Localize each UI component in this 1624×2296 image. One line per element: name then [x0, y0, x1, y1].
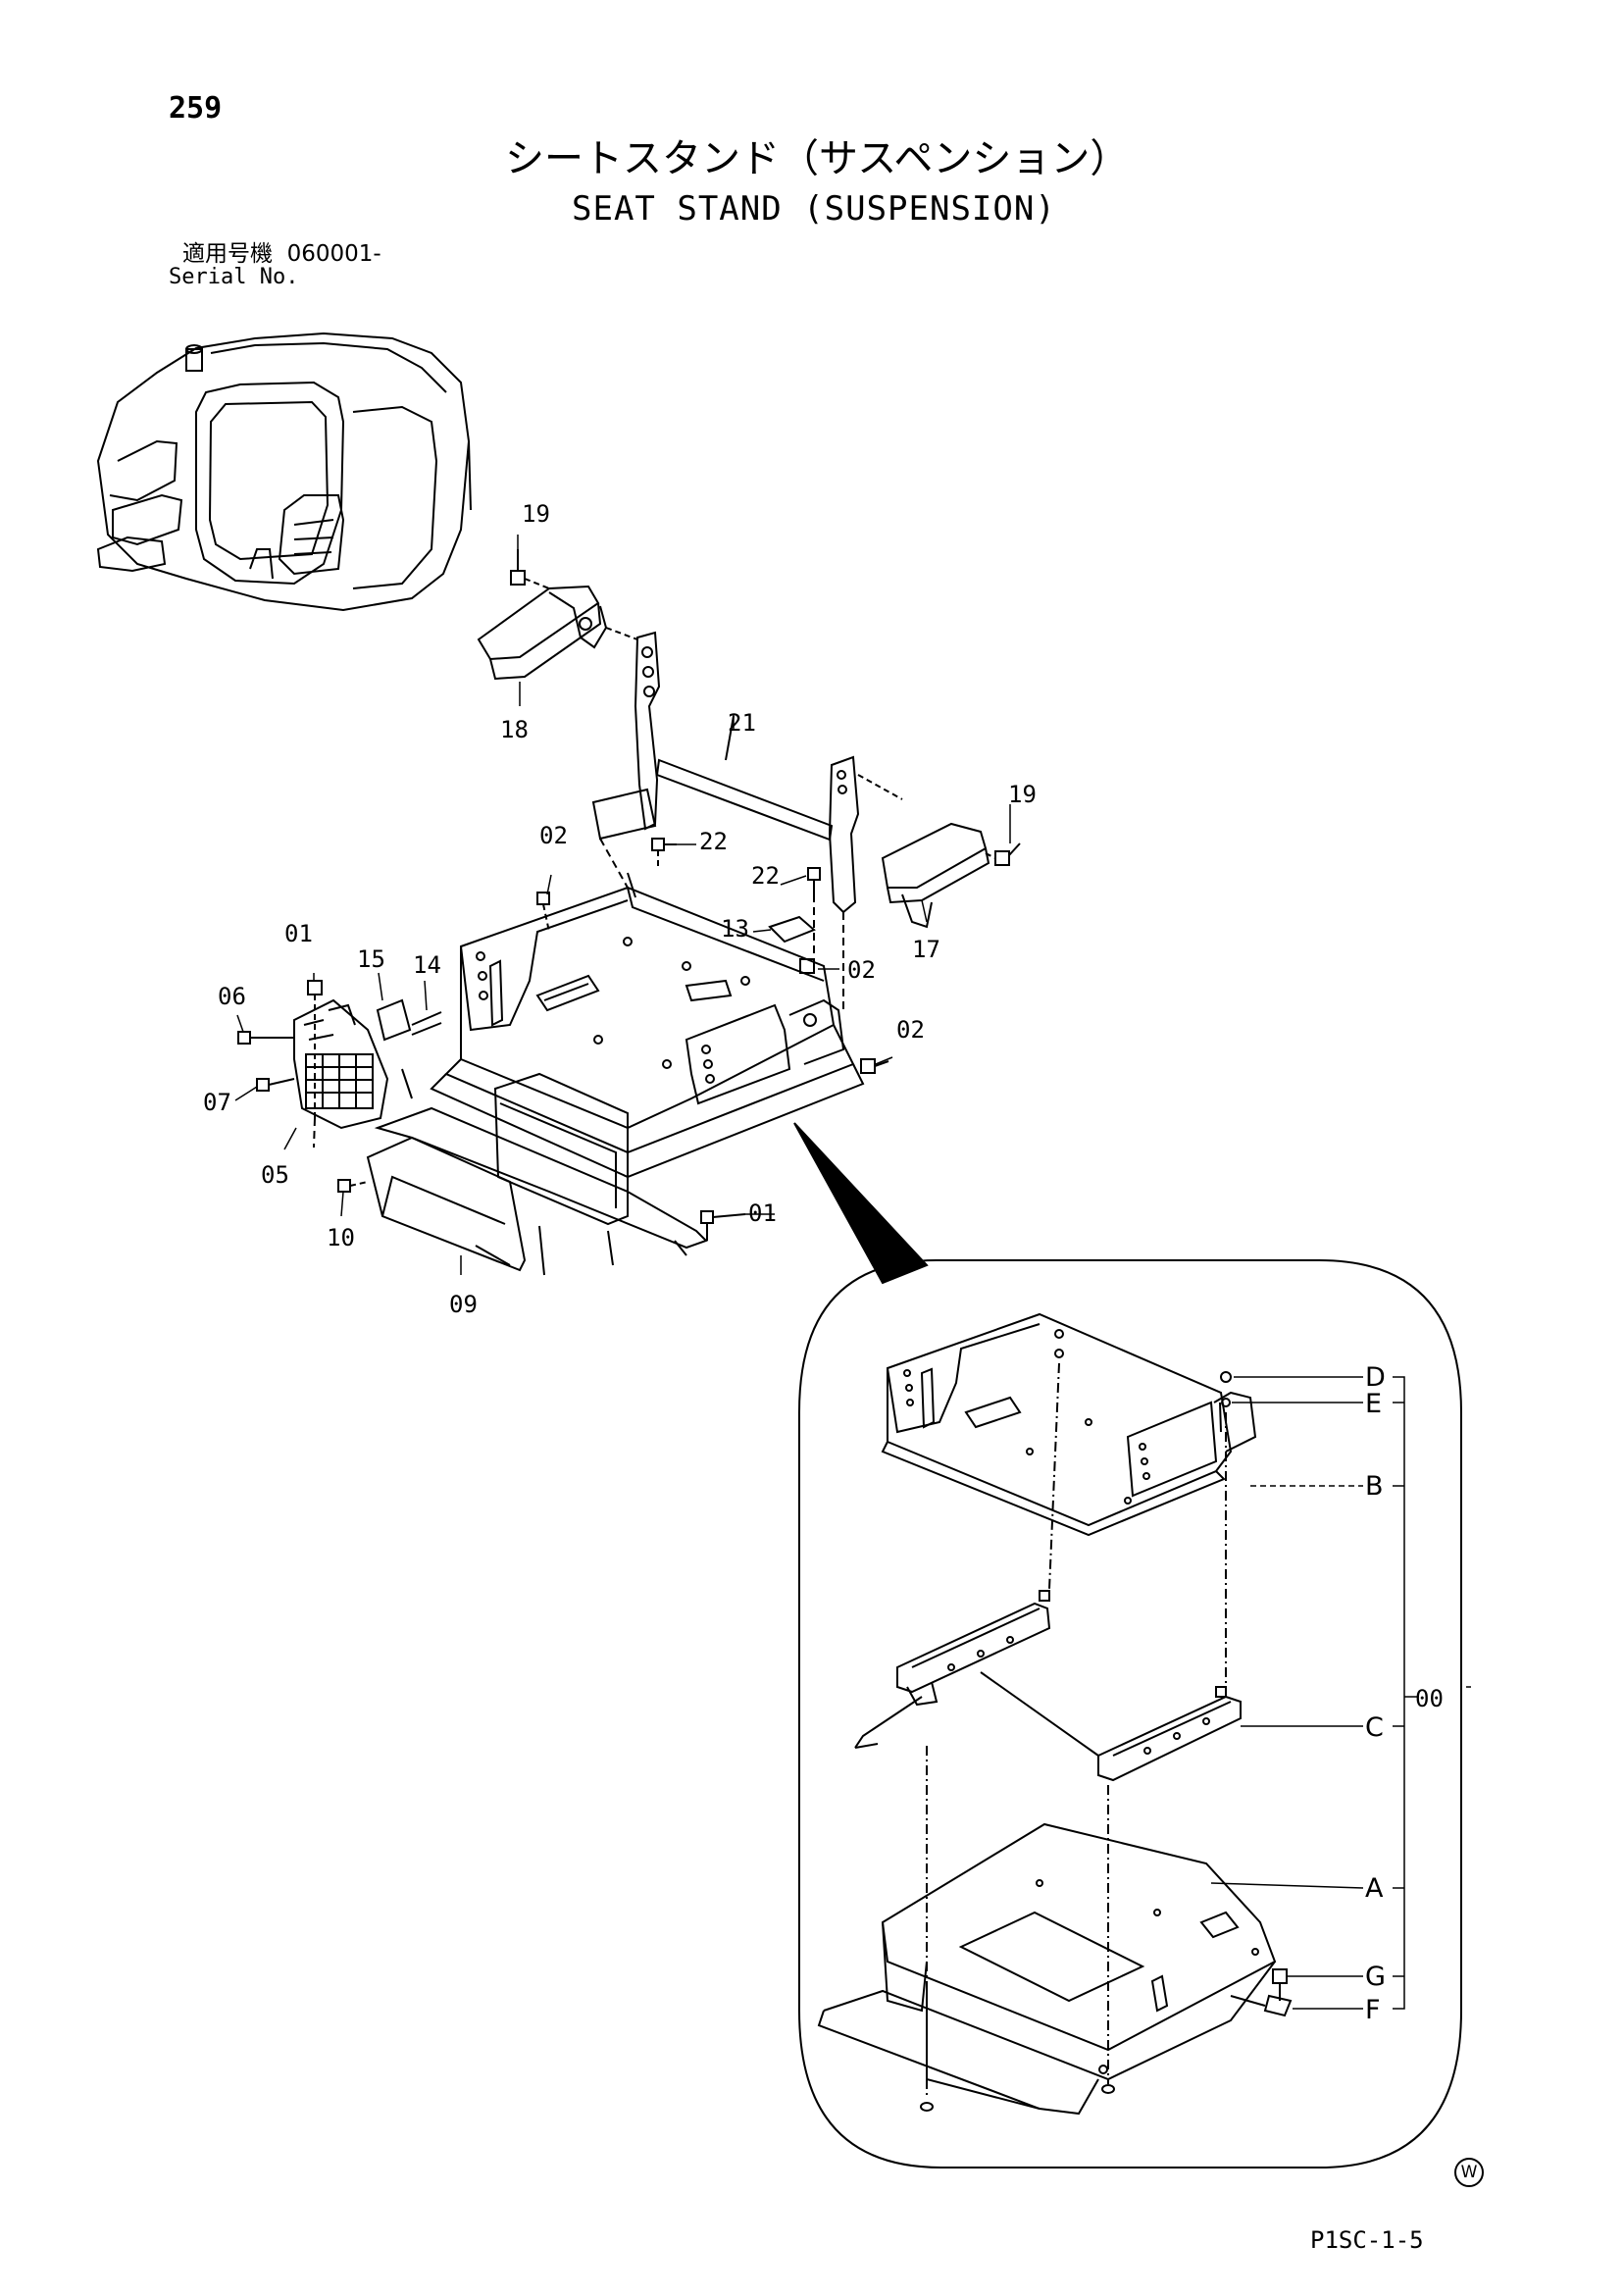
callout-19-right: 19: [1008, 781, 1037, 808]
letter-D: D: [1365, 1362, 1386, 1393]
callout-22-upper: 22: [699, 828, 728, 855]
callout-14: 14: [413, 951, 441, 979]
callout-07: 07: [203, 1089, 231, 1116]
page-number: 259: [169, 91, 223, 126]
detail-pointer: [793, 1122, 929, 1285]
callout-06: 06: [218, 983, 246, 1010]
detail-letters: D E B C A G F 00: [1365, 1362, 1444, 2025]
letter-E: E: [1365, 1389, 1382, 1419]
page-title-japanese: シートスタンド（サスペンション）: [505, 136, 1130, 181]
serial-value: 060001-: [286, 241, 381, 267]
callout-19-top: 19: [522, 500, 550, 528]
callout-18: 18: [500, 716, 529, 743]
letter-F: F: [1365, 1995, 1381, 2025]
letter-A: A: [1365, 1873, 1384, 1904]
serial-label-english: Serial No.: [169, 265, 299, 289]
callout-15: 15: [357, 945, 385, 973]
callout-22-lower: 22: [751, 862, 780, 890]
callout-02-right: 02: [896, 1016, 925, 1044]
callout-05: 05: [261, 1161, 289, 1189]
letter-C: C: [1365, 1712, 1384, 1743]
callout-02-middle: 02: [847, 956, 876, 984]
callout-10: 10: [327, 1224, 355, 1251]
letter-B: B: [1365, 1471, 1384, 1502]
callout-01-left: 01: [284, 920, 313, 947]
seat-stand-exploded-view: [237, 549, 1021, 1276]
callout-21: 21: [728, 709, 756, 737]
excavator-cab-thumbnail: [96, 332, 472, 612]
detail-view: [798, 1259, 1471, 2168]
page-title-english: SEAT STAND (SUSPENSION): [572, 189, 1056, 229]
w-mark-symbol: W: [1454, 2158, 1484, 2187]
serial-label-jp-text: 適用号機: [182, 241, 273, 267]
callout-13: 13: [721, 915, 749, 943]
letter-G: G: [1365, 1962, 1386, 1992]
callout-09: 09: [449, 1291, 478, 1318]
callout-leaders: [234, 535, 1011, 1275]
callout-02-upper: 02: [539, 822, 568, 849]
callout-17: 17: [912, 936, 940, 963]
assembly-label-00: 00: [1415, 1685, 1444, 1712]
page-code: P1SC-1-5: [1310, 2226, 1424, 2254]
callout-01-right: 01: [748, 1199, 777, 1227]
serial-label-japanese: 適用号機 060001-: [182, 243, 381, 266]
callout-numbers: 19 18 21 19 22 22 02 17 13 02 02 01 15 1…: [203, 500, 1037, 1318]
